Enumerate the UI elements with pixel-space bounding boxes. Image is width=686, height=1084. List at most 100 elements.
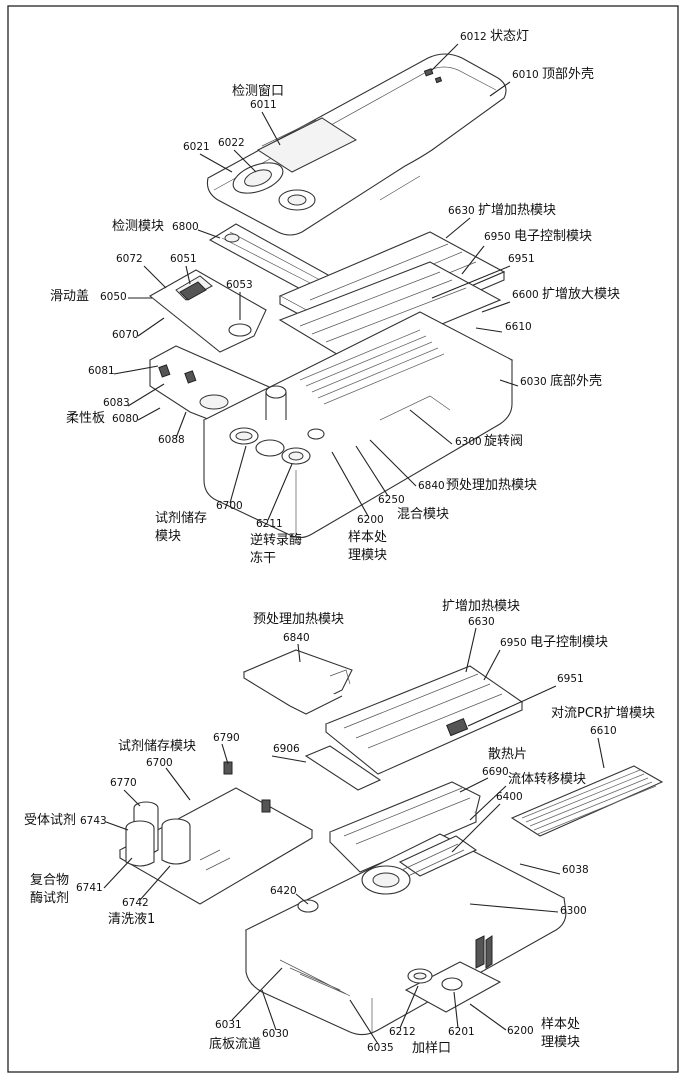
label-lrt1: 逆转录酶 [250,532,302,548]
label-l6300at: 旋转阀 [484,434,523,449]
heat-sink [329,781,481,873]
label-l6011: 6011 [250,99,277,111]
label-lpre2: 预处理加热模块 [253,612,344,627]
label-lwash: 清洗液1 [108,912,155,927]
label-lrt2: 冻干 [250,550,276,566]
label-lflow: 流体转移模块 [508,772,586,787]
label-lslide: 滑动盖 [50,289,89,304]
label-lmix: 混合模块 [397,507,449,522]
label-l6743: 6743 [80,815,107,827]
label-l6051: 6051 [170,253,197,265]
label-lreag2: 模块 [155,529,181,544]
label-lamp2: 扩增加热模块 [442,599,520,614]
label-lwin: 检测窗口 [232,83,284,99]
label-l6690: 6690 [482,766,509,778]
label-l6083: 6083 [103,397,130,409]
label-l6212: 6212 [389,1026,416,1038]
label-l6951b: 6951 [557,673,584,685]
detection-module [208,223,332,293]
label-lsp1: 样本处 [348,530,387,545]
label-l6022: 6022 [218,137,245,149]
label-ldet: 检测模块 [112,219,164,234]
label-linlet: 加样口 [412,1041,451,1056]
bottom-shell [202,311,514,539]
label-l6038: 6038 [562,864,589,876]
label-l6700a: 6700 [216,500,243,512]
label-l6030b: 6030 [262,1028,289,1040]
label-l6800: 6800 [172,221,199,233]
label-l6840at: 预处理加热模块 [446,478,537,493]
label-l6030a: 6030 [520,376,547,388]
label-lrecv: 受体试剂 [24,813,76,828]
label-l6035: 6035 [367,1042,394,1054]
top-shell [206,53,507,236]
label-l6070: 6070 [112,329,139,341]
board-6906 [304,745,382,791]
label-l6950b: 6950 [500,637,527,649]
label-l6630a: 6630 [448,205,475,217]
label-l6211: 6211 [256,518,283,530]
label-l6630b: 6630 [468,616,495,628]
label-lreag1: 试剂储存 [155,511,207,526]
bottom-figure [103,627,664,1045]
convective-pcr-module [510,765,664,837]
label-l6080: 6080 [112,413,139,425]
top-leader-lines [113,43,519,521]
label-l6420: 6420 [270,885,297,897]
label-l6742: 6742 [122,897,149,909]
label-l6012t: 状态灯 [490,29,529,44]
label-l6088: 6088 [158,434,185,446]
label-l6400: 6400 [496,791,523,803]
label-lpcr: 对流PCR扩增模块 [551,706,655,721]
label-lsp2: 理模块 [348,548,387,563]
label-lheat: 散热片 [488,747,527,762]
reagent-storage-module [118,761,314,905]
label-l6630at: 扩增加热模块 [478,203,556,218]
label-lchan: 底板流道 [209,1036,261,1052]
label-l6200a: 6200 [357,514,384,526]
label-lreag3: 试剂储存模块 [118,739,196,754]
label-l6072: 6072 [116,253,143,265]
label-l6950a: 6950 [484,231,511,243]
page-border [7,5,679,1073]
label-l6600: 6600 [512,289,539,301]
label-l6081: 6081 [88,365,115,377]
label-l6012: 6012 [460,31,487,43]
label-l6010t: 顶部外壳 [542,67,594,82]
label-l6770: 6770 [110,777,137,789]
label-l6031: 6031 [215,1019,242,1031]
label-l6700b: 6700 [146,757,173,769]
label-l6790: 6790 [213,732,240,744]
top-figure [113,43,519,539]
label-l6050: 6050 [100,291,127,303]
label-lflex: 柔性板 [66,411,105,426]
label-l6840b: 6840 [283,632,310,644]
label-lcomp2: 酶试剂 [30,890,69,906]
label-l6840a: 6840 [418,480,445,492]
label-l6610b: 6610 [590,725,617,737]
bottom-base [244,833,567,1036]
label-l6741: 6741 [76,882,103,894]
label-l6201: 6201 [448,1026,475,1038]
bottom-leader-lines [103,627,605,1045]
label-l6250: 6250 [378,494,405,506]
label-l6950bt: 电子控制模块 [530,635,608,650]
label-lsp3: 样本处 [541,1017,580,1032]
label-l6300b: 6300 [560,905,587,917]
slide-cover [149,269,267,353]
label-l6200b: 6200 [507,1025,534,1037]
label-l6030at: 底部外壳 [550,373,602,389]
label-l6906: 6906 [273,743,300,755]
label-l6300a: 6300 [455,436,482,448]
label-l6951a: 6951 [508,253,535,265]
label-l6600t: 扩增放大模块 [542,287,620,302]
label-l6053: 6053 [226,279,253,291]
pretreatment-heater-board [242,649,353,715]
label-l6950at: 电子控制模块 [514,229,592,244]
label-l6610a: 6610 [505,321,532,333]
label-lcomp1: 复合物 [30,873,69,888]
label-l6021: 6021 [183,141,210,153]
